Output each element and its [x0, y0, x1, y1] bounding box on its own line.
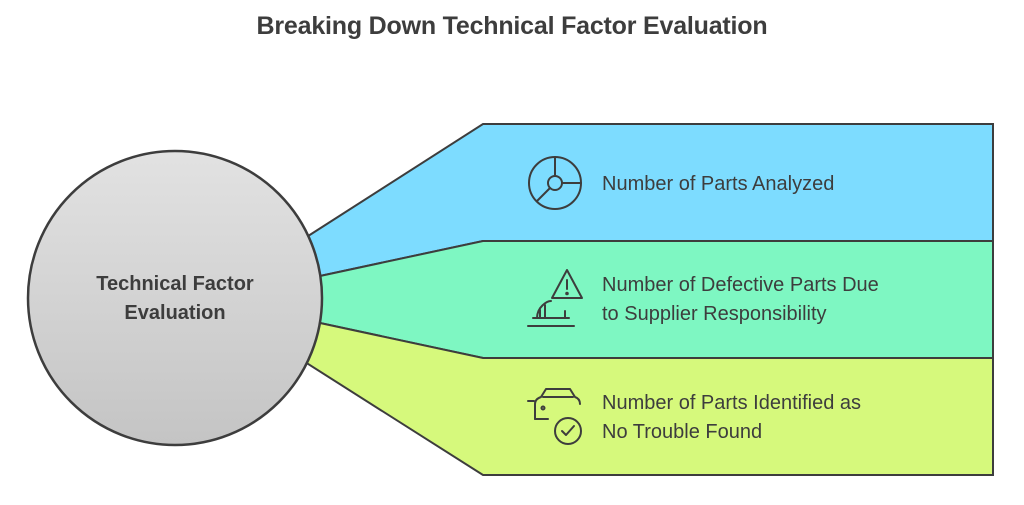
page-title: Breaking Down Technical Factor Evaluatio… [256, 12, 768, 40]
label-line-2: No Trouble Found [602, 421, 763, 443]
hub-label-line-1: Technical Factor [96, 273, 254, 295]
label-defective-parts: Number of Defective Parts Due to Supplie… [602, 271, 982, 329]
warning-icon [527, 269, 583, 327]
car-check-icon [527, 388, 582, 445]
hub-circle [26, 149, 324, 447]
label-no-trouble-found: Number of Parts Identified as No Trouble… [602, 389, 982, 447]
label-line-1: Number of Parts Analyzed [602, 173, 835, 195]
hub-label: Technical Factor Evaluation [40, 270, 310, 328]
hub-label-line-2: Evaluation [124, 302, 226, 324]
label-line-2: to Supplier Responsibility [602, 303, 827, 325]
label-parts-analyzed: Number of Parts Analyzed [602, 170, 982, 199]
label-line-1: Number of Parts Identified as [602, 392, 862, 414]
pie-chart-icon [528, 156, 582, 210]
label-line-1: Number of Defective Parts Due [602, 274, 879, 296]
